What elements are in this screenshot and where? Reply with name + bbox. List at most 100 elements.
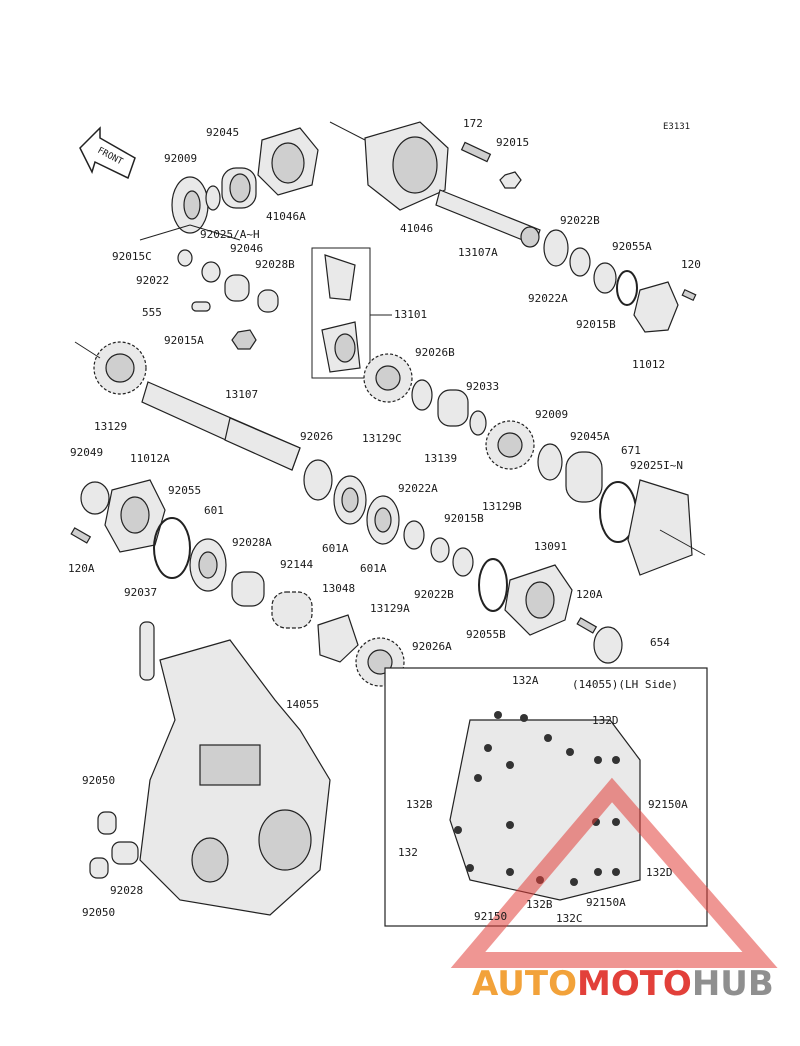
seal-92050-upper	[97, 811, 117, 835]
label-601: 601	[204, 504, 224, 517]
pin-555	[191, 301, 211, 312]
bearing-13139	[437, 389, 469, 427]
label-172: 172	[463, 117, 483, 130]
watermark-logo: AUTOMOTOHUB	[450, 777, 778, 1004]
label-92015B-mid: 92015B	[444, 512, 484, 525]
shim-92025	[205, 185, 221, 211]
label-41046: 41046	[400, 222, 433, 235]
nut-92015C	[177, 249, 193, 267]
label-132A: 132A	[512, 674, 539, 687]
bushing-92028	[111, 841, 139, 865]
watermark-part2: MOTO	[577, 964, 692, 1004]
label-92055A: 92055A	[612, 240, 652, 253]
seal-92050-lower	[89, 857, 109, 879]
label-92045: 92045	[206, 126, 239, 139]
ring-92015B-top	[593, 262, 617, 294]
label-13129: 13129	[94, 420, 127, 433]
label-92037: 92037	[124, 586, 157, 599]
label-92028: 92028	[110, 884, 143, 897]
label-671: 671	[621, 444, 641, 457]
label-92049: 92049	[70, 446, 103, 459]
label-92015A: 92015A	[164, 334, 204, 347]
bolt-120	[681, 288, 697, 302]
label-120: 120	[681, 258, 701, 271]
spring-92144	[271, 591, 313, 629]
label-132B-2: 132B	[526, 898, 553, 911]
bearing-92046	[224, 274, 250, 302]
label-92015B: 92015B	[576, 318, 616, 331]
inset-bolts	[454, 711, 620, 886]
label-132: 132	[398, 846, 418, 859]
label-92050-lower: 92050	[82, 906, 115, 919]
label-92046: 92046	[230, 242, 263, 255]
label-92028A: 92028A	[232, 536, 272, 549]
label-92050-upper: 92050	[82, 774, 115, 787]
label-601A-2: 601A	[360, 562, 387, 575]
gasket-92025I	[627, 479, 693, 576]
label-11012: 11012	[632, 358, 665, 371]
washer-92022A-top	[543, 229, 569, 267]
label-92022A: 92022A	[528, 292, 568, 305]
label-92015C: 92015C	[112, 250, 152, 263]
washer-92022B-mid	[430, 537, 450, 563]
label-92022B: 92022B	[560, 214, 600, 227]
bolt-120A	[70, 527, 92, 544]
label-92150A-2: 92150A	[586, 896, 626, 909]
guide-92037	[139, 621, 155, 681]
bushing-92028A	[231, 571, 265, 607]
dog-13048	[317, 614, 359, 663]
label-92028B: 92028B	[255, 258, 295, 271]
label-92022: 92022	[136, 274, 169, 287]
label-41046A: 41046A	[266, 210, 306, 223]
label-92026B: 92026B	[415, 346, 455, 359]
washer-92026	[303, 459, 333, 501]
label-92009: 92009	[164, 152, 197, 165]
label-132C: 132C	[556, 912, 583, 925]
label-92055B: 92055B	[466, 628, 506, 641]
nut-92015A	[231, 329, 257, 350]
label-92022B-mid: 92022B	[414, 588, 454, 601]
label-601A: 601A	[322, 542, 349, 555]
label-92033: 92033	[466, 380, 499, 393]
inset-title: (14055)(LH Side)	[572, 678, 678, 691]
label-92045A: 92045A	[570, 430, 610, 443]
inset-case-cover	[449, 719, 641, 901]
oring-92055B	[478, 558, 508, 612]
bolt-120A-2	[576, 617, 598, 634]
bolt-172	[460, 141, 492, 163]
label-13129C: 13129C	[362, 432, 402, 445]
ring-92015B-mid	[452, 547, 474, 577]
label-13101: 13101	[394, 308, 427, 321]
oring-92055A	[616, 270, 638, 306]
label-13091: 13091	[534, 540, 567, 553]
seal-92009-mid	[537, 443, 563, 481]
label-11012A: 11012A	[130, 452, 170, 465]
label-92015: 92015	[496, 136, 529, 149]
label-92025IN: 92025I~N	[630, 459, 683, 472]
washer-92022	[201, 261, 221, 283]
label-132D-2: 132D	[646, 866, 673, 879]
label-13107: 13107	[225, 388, 258, 401]
washer-92022B-top	[569, 247, 591, 277]
label-13107A: 13107A	[458, 246, 498, 259]
label-92009-mid: 92009	[535, 408, 568, 421]
part-labels: 92045 92009 41046A 92025/A~H 92015C 9204…	[68, 117, 701, 925]
nut-92015	[499, 171, 522, 189]
bearing-92045A	[565, 451, 603, 503]
label-132B: 132B	[406, 798, 433, 811]
label-654: 654	[650, 636, 670, 649]
watermark-part3: HUB	[692, 964, 774, 1004]
label-92150: 92150	[474, 910, 507, 923]
label-92055: 92055	[168, 484, 201, 497]
washer-92026B	[411, 379, 433, 411]
label-120A-2: 120A	[576, 588, 603, 601]
label-13129A: 13129A	[370, 602, 410, 615]
label-diagram-code: E3131	[663, 122, 690, 132]
cap-11012	[633, 281, 679, 333]
label-555: 555	[142, 306, 162, 319]
label-92025AH: 92025/A~H	[200, 228, 260, 241]
label-13139: 13139	[424, 452, 457, 465]
label-13129B: 13129B	[482, 500, 522, 513]
bevel-gear-upper	[324, 254, 356, 301]
